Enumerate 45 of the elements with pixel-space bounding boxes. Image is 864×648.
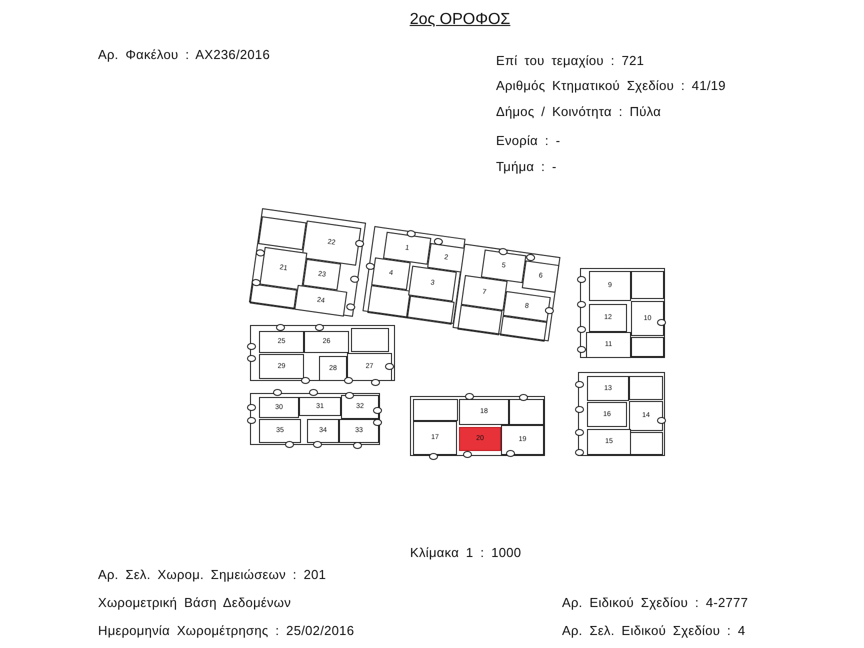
highlighted-apartment xyxy=(459,427,501,451)
info-text: Αρ. Ειδικού Σχεδίου : 4-2777 xyxy=(562,595,748,610)
apartment xyxy=(459,399,509,425)
apartment xyxy=(589,304,627,332)
apartment xyxy=(299,397,341,416)
apartment xyxy=(413,421,457,455)
info-text: Αρ. Σελ. Ειδικού Σχεδίου : 4 xyxy=(562,623,746,638)
apartment xyxy=(589,271,631,301)
info-text: Τμήμα : - xyxy=(496,159,557,174)
info-text: Ημερομηνία Χωρομέτρησης : 25/02/2016 xyxy=(98,623,354,638)
apartment xyxy=(294,284,348,317)
apartment xyxy=(587,376,629,401)
apartment xyxy=(460,275,508,311)
apartment xyxy=(631,301,664,336)
apartment xyxy=(319,356,347,381)
apartment xyxy=(586,332,631,358)
info-text: Χωρομετρική Βάση Δεδομένων xyxy=(98,595,292,610)
info-text: Ενορία : - xyxy=(496,133,560,148)
apartment xyxy=(259,331,304,353)
apartment xyxy=(522,260,560,293)
apartment xyxy=(259,397,299,418)
apartment xyxy=(259,246,308,291)
apartment xyxy=(307,419,339,443)
apartment xyxy=(347,353,392,381)
apartment xyxy=(383,232,432,265)
apartment xyxy=(302,220,362,266)
info-text: Επί του τεμαχίου : 721 xyxy=(496,53,644,68)
apartment xyxy=(502,290,551,322)
apartment xyxy=(341,395,379,419)
apartment xyxy=(587,429,631,455)
apartment xyxy=(304,331,349,353)
apartment xyxy=(629,401,663,431)
info-text: Δήμος / Κοινότητα : Πύλα xyxy=(496,104,662,119)
apartment xyxy=(371,257,411,290)
apartment xyxy=(339,419,379,443)
info-text: Αρ. Φακέλου : ΑΧ236/2016 xyxy=(98,47,270,62)
apartment xyxy=(587,402,627,427)
scale-text: Κλίμακα 1 : 1000 xyxy=(410,545,522,560)
apartment xyxy=(259,354,304,379)
info-text: Αριθμός Κτηματικού Σχεδίου : 41/19 xyxy=(496,78,726,93)
apartment xyxy=(408,266,457,302)
apartment xyxy=(501,425,544,455)
info-text: Αρ. Σελ. Χωρομ. Σημειώσεων : 201 xyxy=(98,567,326,582)
apartment xyxy=(259,419,301,443)
heading: 2ος ΟΡΟΦΟΣ xyxy=(408,11,512,29)
